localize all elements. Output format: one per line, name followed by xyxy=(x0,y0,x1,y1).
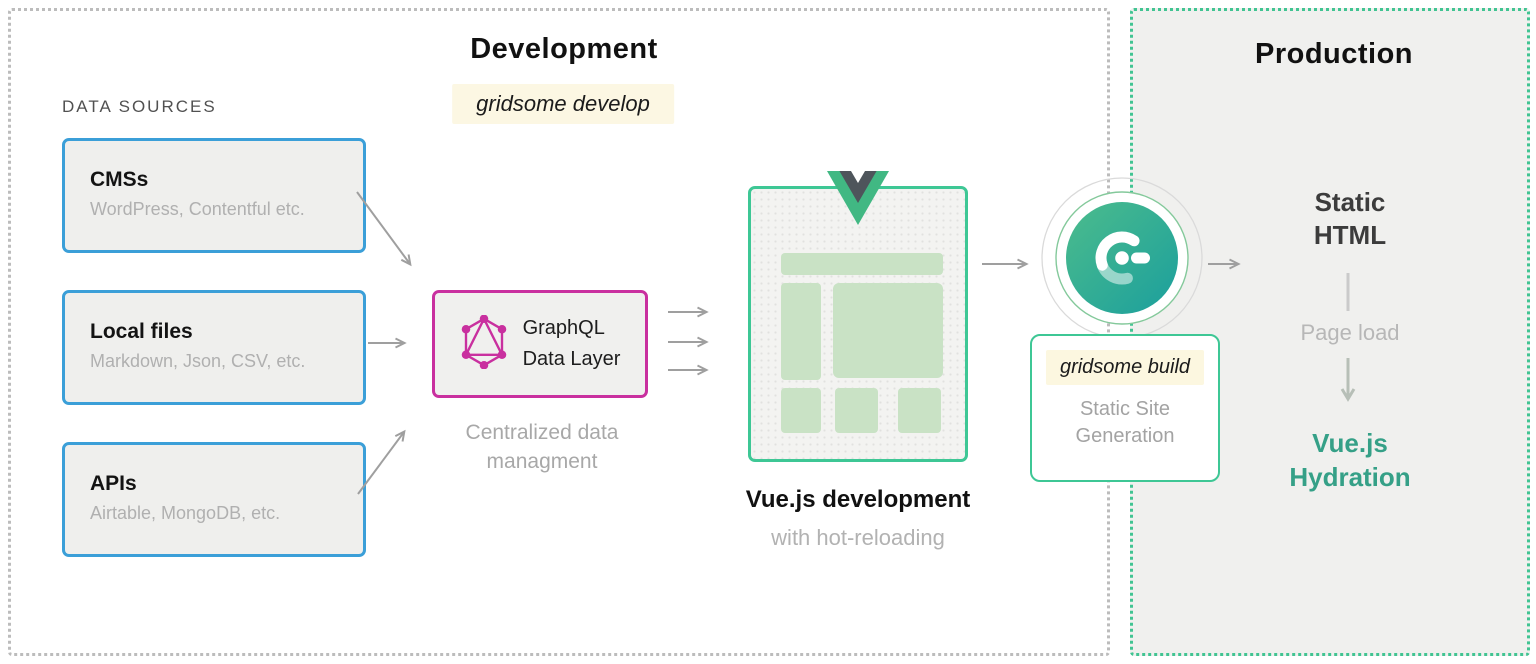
source-box-cms: CMSs WordPress, Contentful etc. xyxy=(62,138,366,253)
graphql-hexagon-icon xyxy=(460,314,508,374)
source-subtitle: Markdown, Json, CSV, etc. xyxy=(90,351,306,371)
source-title: CMSs xyxy=(90,168,149,191)
page-load-label: Page load xyxy=(1300,320,1400,345)
wireframe-tile-2 xyxy=(835,388,878,433)
wireframe-tile-1 xyxy=(781,388,821,433)
vue-dev-subtitle: with hot-reloading xyxy=(771,525,945,550)
graphql-label: GraphQL Data Layer xyxy=(522,317,621,370)
graphql-data-layer-box: GraphQL Data Layer xyxy=(432,290,648,398)
gridsome-develop-badge: gridsome develop xyxy=(452,84,674,124)
source-title: Local files xyxy=(90,320,193,343)
wireframe-sidebar-block xyxy=(781,283,821,380)
source-subtitle: WordPress, Contentful etc. xyxy=(90,199,305,219)
gridsome-g-icon xyxy=(1037,173,1207,348)
source-subtitle: Airtable, MongoDB, etc. xyxy=(90,503,281,523)
vuejs-hydration-label: Vue.js Hydration xyxy=(1289,428,1411,492)
wireframe-header-bar xyxy=(781,253,943,275)
vue-dev-browser-box xyxy=(748,186,968,462)
gridsome-build-box: gridsome build Static Site Generation xyxy=(1030,334,1220,482)
wireframe-tile-3 xyxy=(898,388,941,433)
static-html-label: Static HTML xyxy=(1313,187,1387,250)
source-box-local-files: Local files Markdown, Json, CSV, etc. xyxy=(62,290,366,405)
vue-dev-title: Vue.js development xyxy=(745,486,971,513)
wireframe-main-block xyxy=(833,283,943,378)
build-caption: Static Site Generation xyxy=(1075,398,1175,447)
source-box-apis: APIs Airtable, MongoDB, etc. xyxy=(62,442,366,557)
production-title: Production xyxy=(1254,38,1414,70)
development-title: Development xyxy=(470,33,658,65)
production-section xyxy=(1130,8,1530,656)
data-sources-label: DATA SOURCES xyxy=(62,97,217,116)
source-title: APIs xyxy=(90,472,137,495)
graphql-caption: Centralized data managment xyxy=(465,421,619,474)
gridsome-build-badge: gridsome build xyxy=(1046,350,1204,385)
vue-v-icon xyxy=(827,171,889,230)
